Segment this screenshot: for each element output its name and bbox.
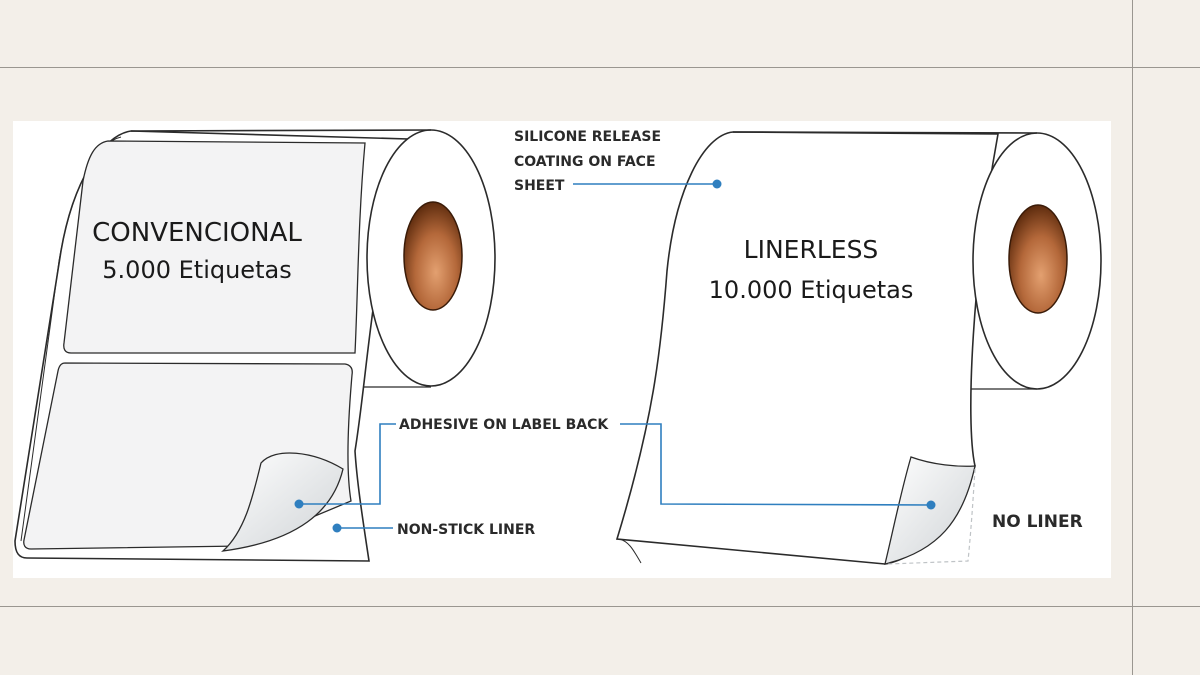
callout-dots — [294, 179, 936, 533]
linerless-roll — [615, 131, 1102, 565]
adhesive-line-left — [299, 423, 396, 505]
adhesive-dot-left — [294, 499, 304, 509]
non-stick-liner-callout: NON-STICK LINER — [397, 522, 535, 538]
right-divider-line — [1132, 0, 1133, 675]
adhesive-callout: ADHESIVE ON LABEL BACK — [399, 417, 609, 433]
conventional-roll-core — [403, 201, 463, 311]
diagram-canvas: CONVENCIONAL 5.000 Etiquetas LINERLESS 1… — [14, 129, 1102, 565]
top-divider-line — [0, 67, 1200, 68]
conventional-title: CONVENCIONAL — [92, 218, 302, 248]
linerless-peeled-curl — [884, 456, 976, 565]
label-top — [63, 140, 366, 354]
linerless-title: LINERLESS — [744, 235, 879, 264]
adhesive-line-right — [620, 423, 932, 506]
conventional-count: 5.000 Etiquetas — [102, 256, 291, 284]
silicone-callout-line2: COATING ON FACE — [514, 154, 656, 170]
silicone-callout-line1: SILICONE RELEASE — [514, 129, 661, 145]
conventional-roll — [14, 129, 496, 562]
bottom-divider-line — [0, 606, 1200, 607]
linerless-roll-core — [1008, 204, 1068, 314]
silicone-callout-line3: SHEET — [514, 178, 565, 194]
peeled-label-curl — [221, 452, 344, 552]
absent-liner-outline — [887, 468, 976, 565]
linerless-left-edge — [618, 538, 642, 564]
silicone-dot — [712, 179, 722, 189]
non-stick-liner-dot — [332, 523, 342, 533]
roll-top-edge — [130, 129, 432, 132]
linerless-top-edge — [732, 131, 1038, 134]
label-roll-comparison-diagram: CONVENCIONAL 5.000 Etiquetas LINERLESS 1… — [13, 121, 1111, 578]
callout-lines — [299, 183, 932, 529]
adhesive-dot-right — [926, 500, 936, 510]
no-liner-callout: NO LINER — [992, 512, 1083, 532]
linerless-count: 10.000 Etiquetas — [709, 276, 914, 304]
